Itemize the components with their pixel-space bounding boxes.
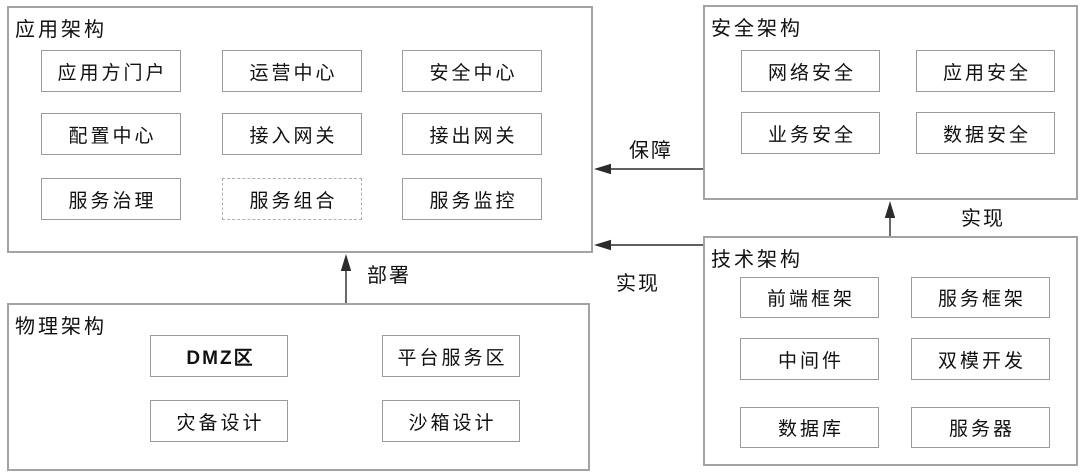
app-item-service-composition: 服务组合 [222, 178, 362, 220]
tech-item-middleware: 中间件 [740, 338, 879, 380]
bushu-arrowhead [340, 254, 352, 271]
group-security-architecture: 安全架构 网络安全 应用安全 业务安全 数据安全 [703, 5, 1078, 200]
security-item-application: 应用安全 [916, 50, 1055, 92]
tech-item-service-framework: 服务框架 [911, 277, 1050, 318]
physical-item-dmz-zone: DMZ区 [150, 335, 288, 377]
shixian-h-arrowhead [594, 239, 611, 251]
group-application-architecture: 应用架构 应用方门户 运营中心 安全中心 配置中心 接入网关 接出网关 服务治理… [7, 6, 593, 253]
app-item-security-center: 安全中心 [402, 50, 542, 92]
app-item-service-governance: 服务治理 [41, 178, 181, 220]
group-technology-architecture: 技术架构 前端框架 服务框架 中间件 双模开发 数据库 服务器 [703, 236, 1078, 466]
app-item-outbound-gateway: 接出网关 [402, 113, 542, 155]
arrow-label-bushu: 部署 [367, 265, 411, 287]
physical-item-sandbox-design: 沙箱设计 [382, 400, 520, 442]
security-item-business: 业务安全 [741, 112, 880, 154]
tech-item-bimodal-dev: 双模开发 [911, 338, 1050, 380]
app-item-config-center: 配置中心 [41, 113, 181, 155]
app-item-service-monitoring: 服务监控 [402, 178, 542, 220]
group-title-security: 安全架构 [711, 18, 803, 40]
app-item-portal: 应用方门户 [41, 50, 181, 92]
tech-item-database: 数据库 [740, 407, 879, 448]
arrow-label-baozhang: 保障 [629, 140, 673, 162]
tech-item-server: 服务器 [911, 407, 1050, 448]
app-item-inbound-gateway: 接入网关 [222, 113, 362, 155]
baozhang-arrowhead [594, 163, 611, 175]
group-physical-architecture: 物理架构 DMZ区 平台服务区 灾备设计 沙箱设计 [7, 303, 590, 471]
group-title-technology: 技术架构 [711, 249, 803, 271]
arrow-label-shixian-horizontal: 实现 [616, 273, 660, 295]
physical-item-disaster-recovery: 灾备设计 [150, 400, 288, 442]
security-item-network: 网络安全 [741, 50, 880, 92]
app-item-operation-center: 运营中心 [222, 50, 362, 92]
shixian-v-arrowhead [884, 201, 896, 218]
arrow-label-shixian-vertical: 实现 [961, 208, 1005, 230]
tech-item-frontend-framework: 前端框架 [740, 277, 879, 318]
physical-item-platform-service-zone: 平台服务区 [382, 335, 520, 377]
group-title-application: 应用架构 [15, 19, 107, 41]
group-title-physical: 物理架构 [15, 316, 107, 338]
security-item-data: 数据安全 [916, 112, 1055, 154]
